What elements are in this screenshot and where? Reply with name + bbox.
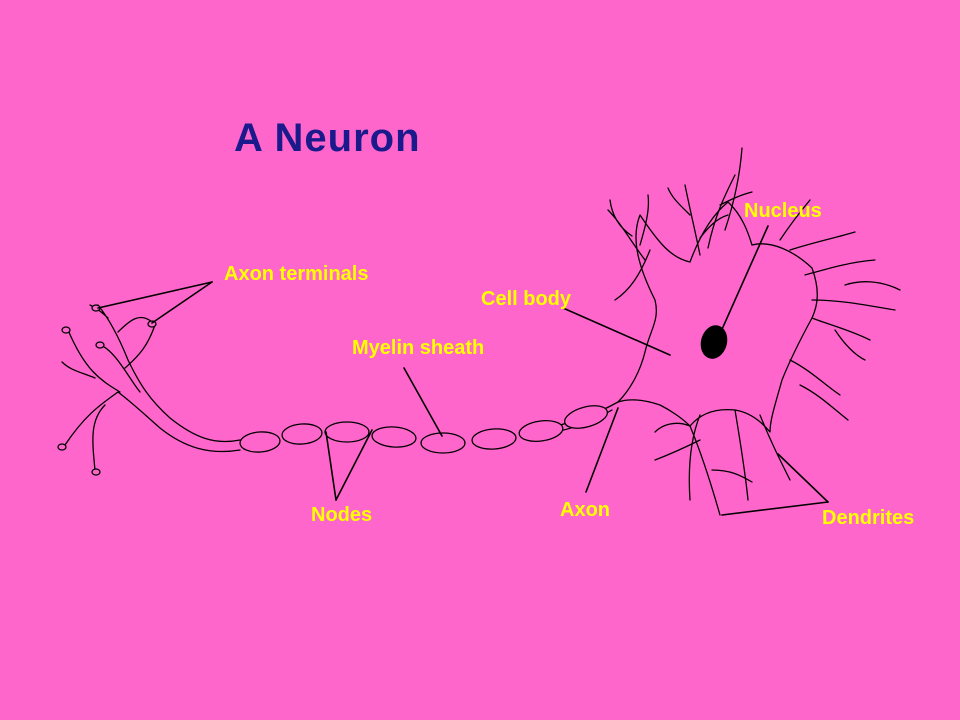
label-cell-body: Cell body: [481, 288, 572, 310]
terminal-knob: [92, 469, 100, 475]
myelin-segment: [421, 433, 465, 453]
neuron-outline: [58, 148, 900, 515]
myelin-segment: [471, 427, 516, 450]
axon-terminal-branches: [62, 305, 155, 470]
pointer-axon-terminals-a: [98, 282, 212, 308]
pointer-nucleus: [719, 226, 768, 336]
pointer-dendrites-b: [778, 454, 828, 502]
dendrite-right: [780, 200, 900, 420]
axon-to-terminals: [118, 360, 240, 452]
pointer-lines: [98, 226, 828, 515]
dendrite-upper-left: [608, 195, 650, 300]
label-nucleus: Nucleus: [744, 200, 822, 222]
pointer-myelin-sheath: [404, 368, 442, 436]
axon-terminal-knobs: [58, 305, 156, 475]
pointer-dendrites-a: [722, 502, 828, 515]
myelin-segment: [518, 418, 564, 444]
myelin-segments: [239, 402, 609, 454]
nucleus-shape: [700, 325, 728, 359]
page-title: A Neuron: [234, 116, 421, 160]
pointer-axon: [586, 408, 618, 492]
label-dendrites: Dendrites: [822, 507, 915, 529]
pointer-axon-terminals-b: [152, 282, 212, 323]
label-axon-terminals: Axon terminals: [224, 263, 369, 285]
myelin-segment: [371, 425, 416, 448]
myelin-segment: [325, 422, 369, 442]
terminal-knob: [62, 327, 70, 333]
dendrite-top: [668, 148, 752, 255]
myelin-segment: [562, 402, 610, 433]
pointer-nodes-b: [336, 430, 372, 500]
label-axon: Axon: [560, 499, 610, 521]
myelin-segment: [281, 423, 322, 446]
label-myelin-sheath: Myelin sheath: [352, 337, 485, 359]
terminal-knob: [96, 342, 104, 348]
pointer-nodes-a: [326, 432, 336, 500]
label-nodes: Nodes: [311, 504, 373, 526]
dendrite-lower: [655, 410, 790, 515]
pointer-cell-body: [563, 308, 670, 355]
myelin-segment: [239, 431, 280, 454]
terminal-knob: [58, 444, 66, 450]
cell-body-outline: [618, 202, 817, 432]
